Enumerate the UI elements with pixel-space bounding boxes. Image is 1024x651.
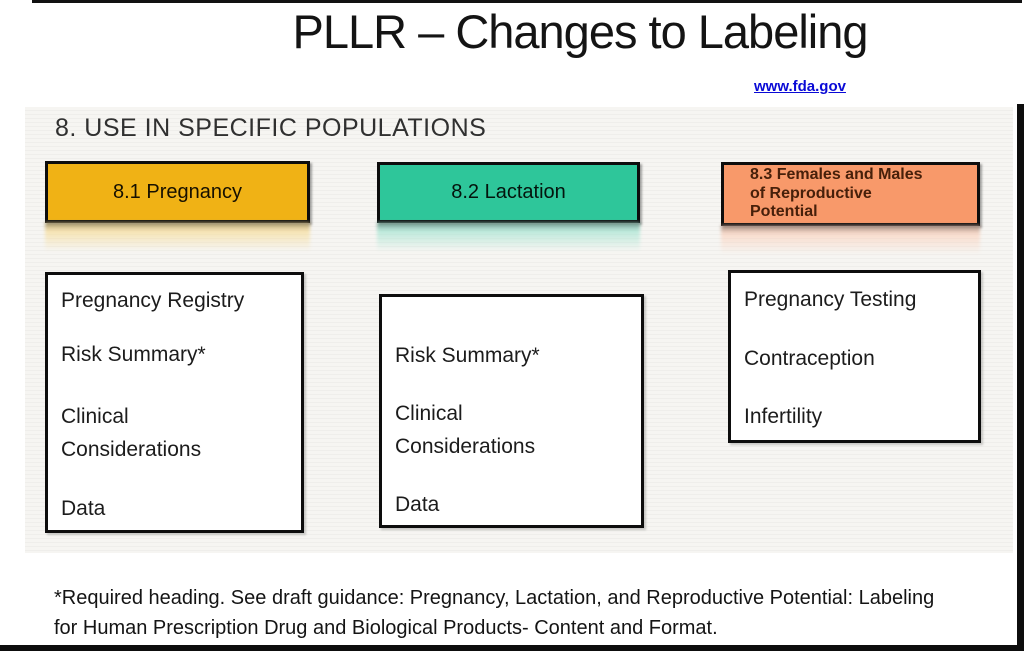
header-label: 8.3 Females and Males of Reproductive Po… <box>750 165 923 221</box>
slide-border-right <box>1017 104 1024 651</box>
header-8-2-lactation: 8.2 Lactation <box>377 162 640 258</box>
list-item: Contraception <box>744 347 875 370</box>
list-item: Clinical Considerations <box>395 402 536 458</box>
page-title: PLLR – Changes to Labeling <box>292 5 869 58</box>
section-heading: 8. USE IN SPECIFIC POPULATIONS <box>55 114 487 142</box>
slide-border-bottom <box>0 645 1024 651</box>
header-label: 8.2 Lactation <box>451 181 566 203</box>
footnote-line-1: *Required heading. See draft guidance: P… <box>54 587 935 609</box>
list-item: Infertility <box>744 405 823 428</box>
list-item: Risk Summary* <box>61 343 206 366</box>
header-label: 8.1 Pregnancy <box>113 180 242 203</box>
list-item: Clinical Considerations <box>61 405 202 461</box>
list-box-lactation: Risk Summary* Clinical Considerations Da… <box>379 294 644 528</box>
list-box-pregnancy: Pregnancy Registry Risk Summary* Clinica… <box>45 272 304 533</box>
footnote: *Required heading. See draft guidance: P… <box>54 583 1004 643</box>
header-8-1-pregnancy: 8.1 Pregnancy <box>45 161 310 258</box>
fda-gov-link[interactable]: www.fda.gov <box>754 78 846 95</box>
header-8-3-females-males: 8.3 Females and Males of Reproductive Po… <box>721 162 980 261</box>
list-item: Data <box>395 493 440 516</box>
list-item: Risk Summary* <box>395 344 540 367</box>
list-item: Pregnancy Registry <box>61 289 245 312</box>
list-item: Pregnancy Testing <box>744 288 917 311</box>
footnote-line-2: for Human Prescription Drug and Biologic… <box>54 617 718 639</box>
list-item: Data <box>61 497 106 520</box>
list-box-reproductive-potential: Pregnancy Testing Contraception Infertil… <box>728 270 981 443</box>
slide-border-top <box>32 0 1022 3</box>
